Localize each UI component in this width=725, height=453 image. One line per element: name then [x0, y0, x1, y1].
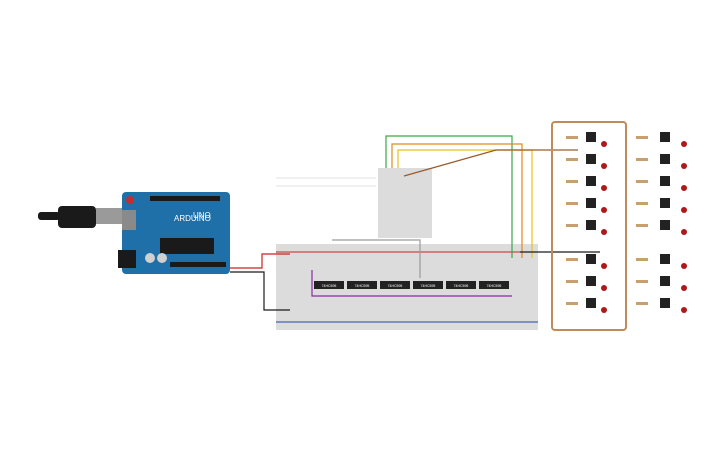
arduino-board[interactable]: ARDUINO UNO: [118, 192, 230, 274]
led-panel: [551, 121, 627, 331]
chip-1: [314, 281, 344, 289]
top-breadboard[interactable]: [378, 168, 432, 238]
chip-label: 74HC595: [322, 284, 337, 288]
usb-cable: [38, 206, 130, 228]
arduino-brand-label: ARDUINO: [174, 214, 211, 223]
chip-label: 74HC595: [388, 284, 403, 288]
chip-3: [380, 281, 410, 289]
chip-label: 74HC595: [355, 284, 370, 288]
leds: [601, 141, 687, 313]
chip-label: 74HC595: [454, 284, 469, 288]
transistors: [586, 132, 670, 308]
chip-label: 74HC595: [421, 284, 436, 288]
shift-registers: 74HC595 74HC595 74HC595 74HC595 74HC595 74HC5…: [314, 281, 509, 289]
arduino-model-label: UNO: [193, 211, 211, 220]
chip-label: 74HC595: [487, 284, 502, 288]
wires: [230, 135, 600, 311]
chip-6: [479, 281, 509, 289]
chip-5: [446, 281, 476, 289]
chip-2: [347, 281, 377, 289]
resistors: [566, 136, 648, 305]
chip-4: [413, 281, 443, 289]
